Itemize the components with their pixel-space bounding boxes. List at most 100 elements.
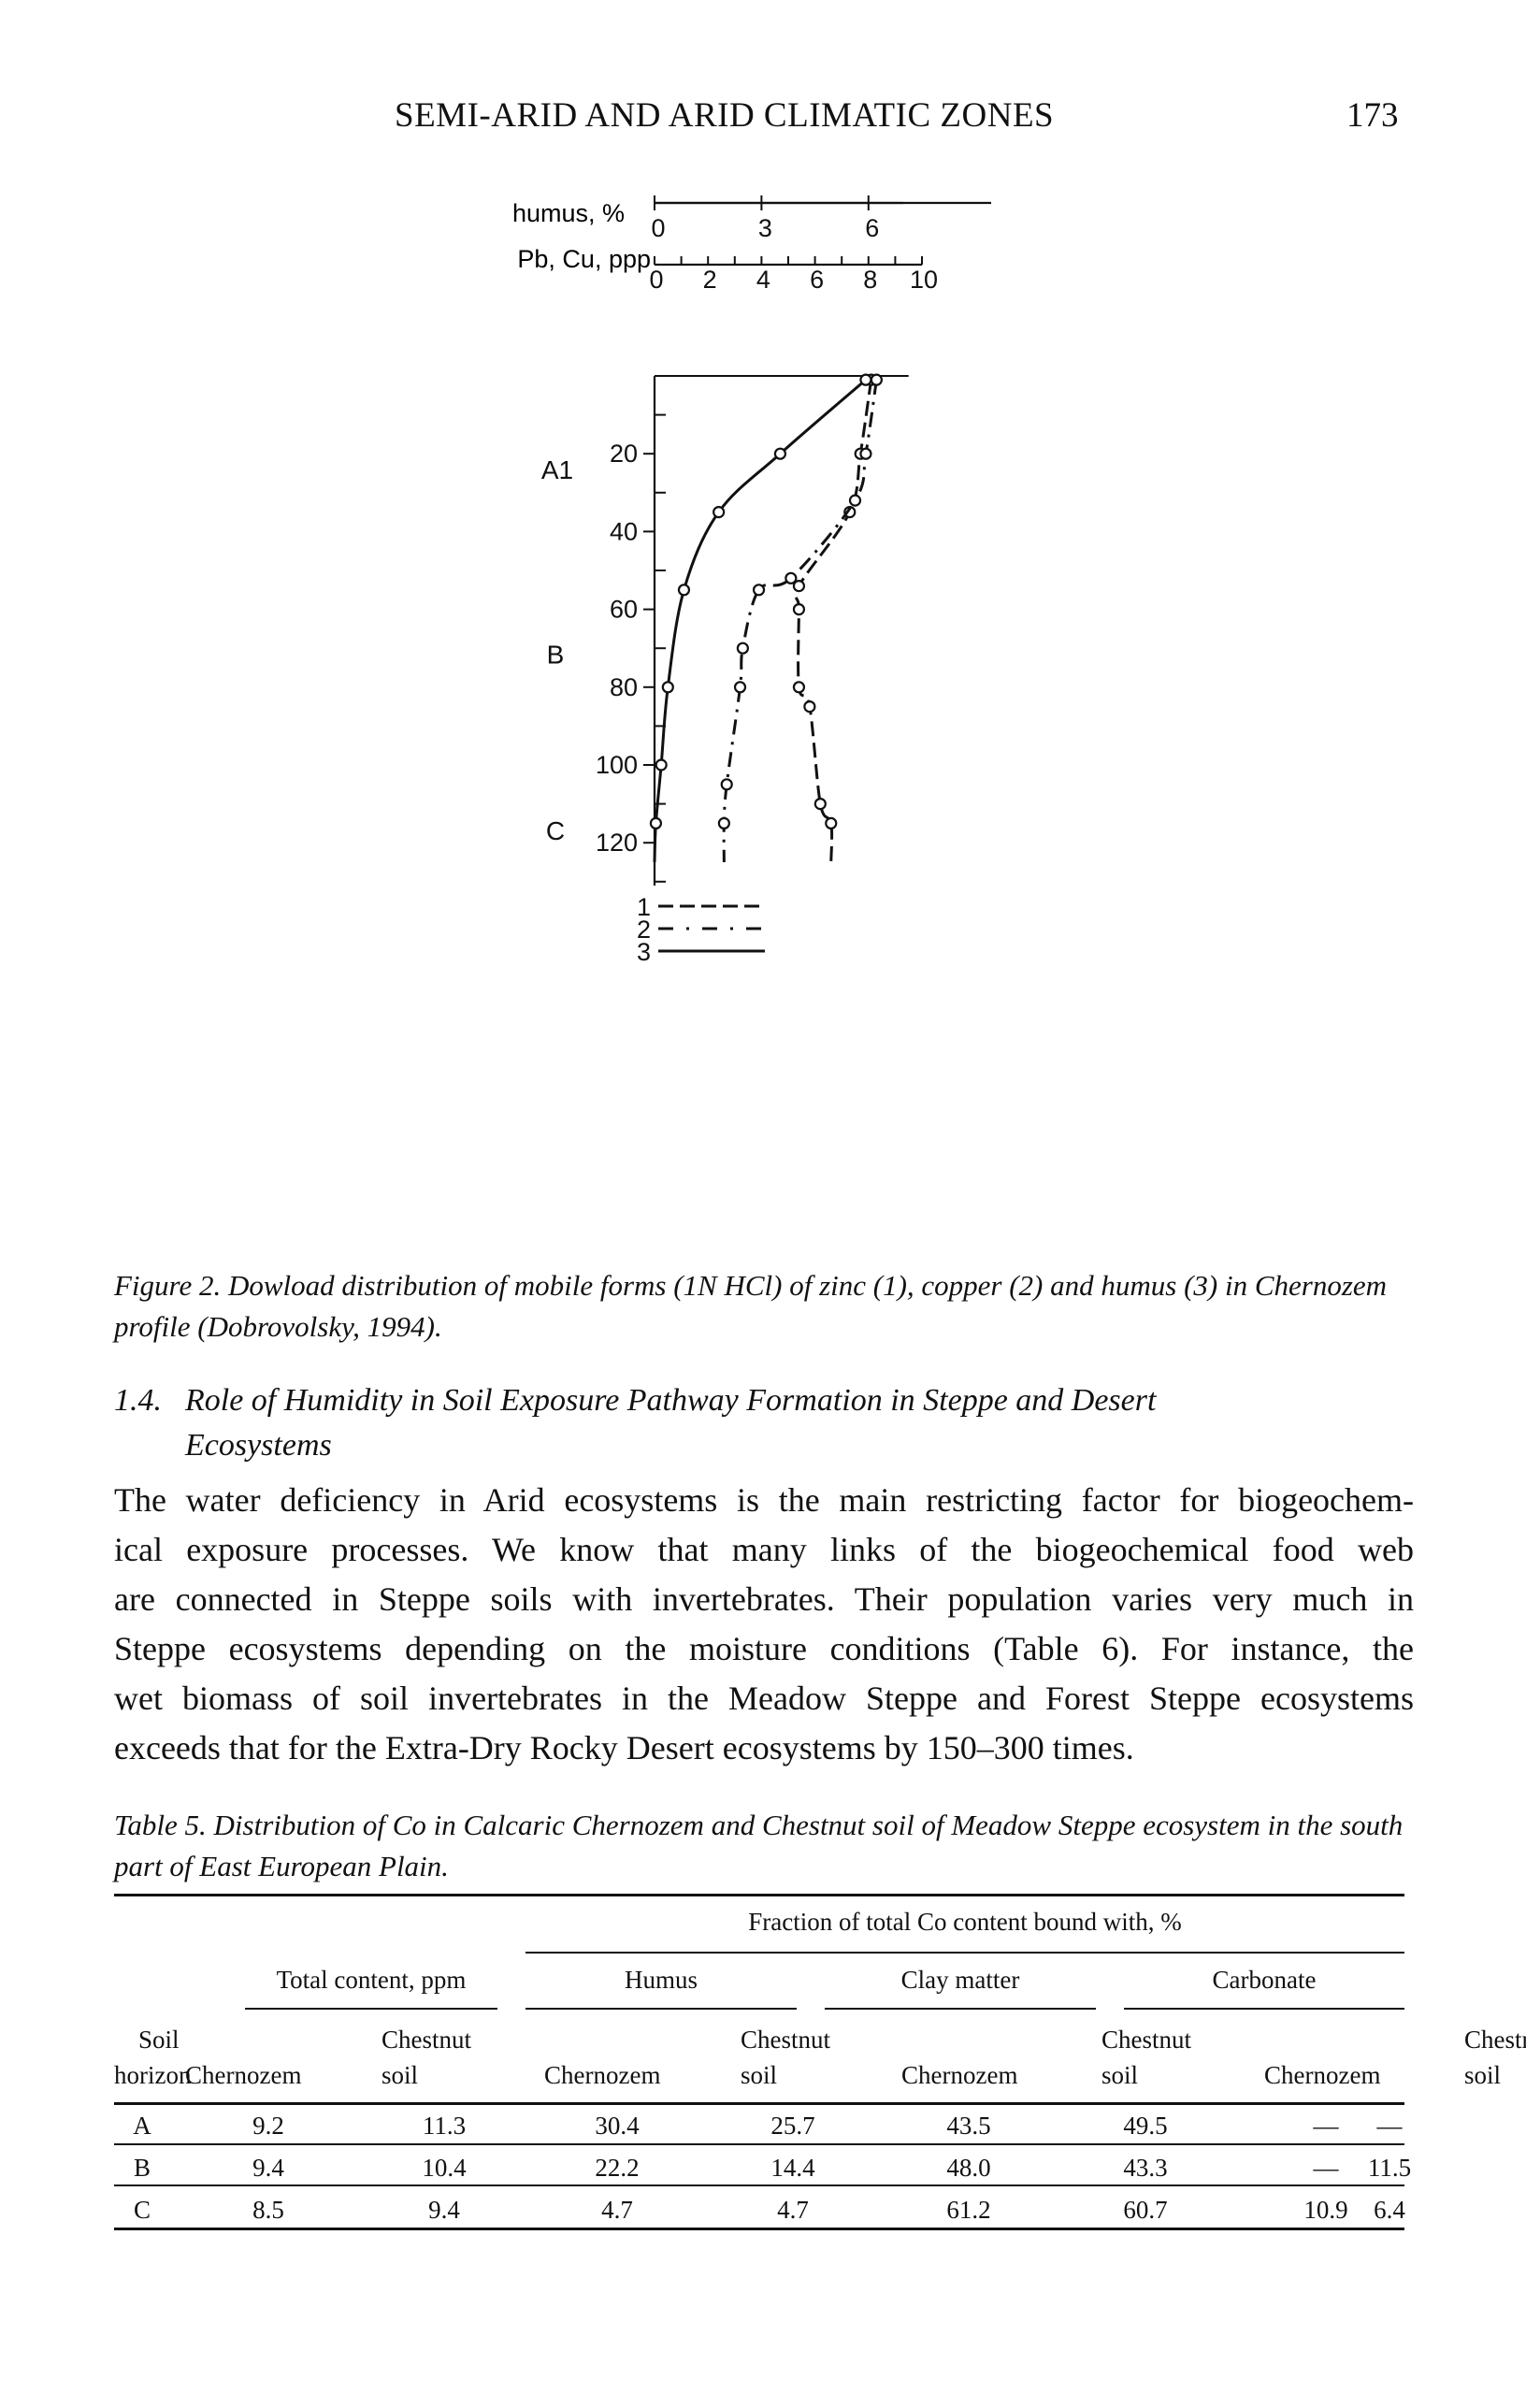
col-chernozem: Chernozem [185, 2061, 302, 2089]
table-cell: 11.5 [1367, 2154, 1412, 2182]
series-3-point [649, 816, 663, 830]
col-soil: soil [741, 2061, 778, 2089]
table-rule-row [114, 2143, 1404, 2145]
series-2-point [752, 584, 766, 597]
metal-tick-label: 2 [703, 266, 717, 294]
table-cell: 6.4 [1374, 2196, 1405, 2224]
figure-caption: Figure 2. Dowload distribution of mobile… [114, 1269, 1388, 1343]
series-2-point [785, 571, 798, 584]
series-3-point [677, 584, 691, 597]
table-cell: 4.7 [601, 2196, 633, 2224]
series-2-point [859, 447, 872, 460]
section-number: 1.4. [114, 1383, 162, 1418]
table-rule-total [245, 2008, 497, 2010]
col-chernozem: Chernozem [544, 2061, 661, 2089]
row-horizon: A [133, 2112, 151, 2140]
col-chestnut: Chestnut [382, 2026, 472, 2054]
table-caption: Table 5. Distribution of Co in Calcaric … [114, 1809, 1404, 1882]
body-line: ical exposure processes. We know that ma… [114, 1531, 1414, 1568]
page-number: 173 [1346, 96, 1399, 135]
table-rule-humus [525, 2008, 797, 2010]
legend-label: 3 [637, 938, 651, 966]
series-1-point [813, 797, 827, 811]
group-header-clay: Clay matter [900, 1966, 1020, 1994]
table-rule-bottom [114, 2228, 1404, 2230]
series-3-point [713, 506, 726, 519]
table-cell: 14.4 [770, 2154, 815, 2182]
depth-tick-label: 60 [610, 596, 638, 624]
col-soil: soil [382, 2061, 419, 2089]
body-line: The water deficiency in Arid ecosystems … [114, 1481, 1414, 1519]
table-cell: 8.5 [252, 2196, 284, 2224]
body-line: exceeds that for the Extra-Dry Rocky Des… [114, 1729, 1134, 1766]
series-2-point [733, 681, 747, 694]
table-cell: 30.4 [595, 2112, 640, 2140]
series-1-point [803, 699, 816, 714]
table-cell: 9.4 [252, 2154, 284, 2182]
row-horizon: C [133, 2196, 151, 2224]
body-paragraph: The water deficiency in Arid ecosystems … [114, 1476, 1414, 1773]
depth-tick-label: 100 [596, 751, 638, 779]
col-soil: soil [1464, 2061, 1502, 2089]
section-title-line-2: Ecosystems [185, 1428, 332, 1463]
humus-tick-label: 0 [651, 214, 665, 242]
series-1-point [792, 603, 806, 616]
col-chestnut: Chestnut [1464, 2026, 1526, 2054]
row-horizon: B [133, 2154, 151, 2182]
series-3-point [661, 681, 674, 694]
horizon-label: C [546, 816, 565, 845]
series-2-point [848, 494, 862, 507]
series-2-point [736, 642, 749, 655]
humus-tick-label: 6 [865, 214, 879, 242]
data-table: Fraction of total Co content bound with,… [114, 1894, 1526, 2254]
metal-tick-label: 6 [810, 266, 824, 294]
body-line: are connected in Steppe soils with inver… [114, 1580, 1414, 1618]
table-cell: 60.7 [1123, 2196, 1168, 2224]
table-cell: 43.3 [1123, 2154, 1168, 2182]
depth-tick-label: 40 [610, 517, 638, 545]
table-cell: 4.7 [777, 2196, 809, 2224]
running-head: SEMI-ARID AND ARID CLIMATIC ZONES 173 [0, 95, 1526, 151]
table-cell: 22.2 [595, 2154, 640, 2182]
soil-label: Soil [138, 2026, 180, 2054]
table-cell: 49.5 [1123, 2112, 1168, 2140]
legend-label: 2 [637, 916, 651, 944]
group-header-total: Total content, ppm [276, 1966, 467, 1994]
table-rule-clay [825, 2008, 1096, 2010]
table-cell: 10.4 [422, 2154, 467, 2182]
table-cell: 61.2 [946, 2196, 991, 2224]
section-title-line-1: Role of Humidity in Soil Exposure Pathwa… [185, 1383, 1157, 1418]
metal-tick-label: 4 [756, 266, 770, 294]
table-cell: 25.7 [770, 2112, 815, 2140]
series-2-line [722, 379, 878, 863]
series-2-point [720, 778, 733, 791]
table-cell: — [1313, 2154, 1339, 2182]
legend-label: 1 [637, 893, 651, 921]
humus-tick-label: 3 [758, 214, 772, 242]
depth-tick-label: 120 [596, 829, 638, 857]
group-header-humus: Humus [624, 1966, 698, 1994]
table-rule-carbonate [1124, 2008, 1404, 2010]
metal-tick-label: 0 [649, 266, 663, 294]
table-cell: 10.9 [1303, 2196, 1348, 2224]
top-axis-label: humus, % [512, 199, 625, 227]
body-line: wet biomass of soil invertebrates in the… [114, 1680, 1414, 1717]
bottom-axis-label: Pb, Cu, ppp [517, 245, 651, 273]
running-title: SEMI-ARID AND ARID CLIMATIC ZONES [395, 96, 1055, 135]
col-chernozem: Chernozem [1264, 2061, 1381, 2089]
section-heading: 1.4. Role of Humidity in Soil Exposure Pa… [114, 1378, 1414, 1468]
series-1-point [825, 816, 838, 830]
table-rule-top [114, 1894, 1404, 1896]
series-3-point [655, 758, 668, 771]
series-3-point [859, 373, 872, 386]
metal-tick-label: 8 [863, 266, 877, 294]
depth-tick-label: 20 [610, 440, 638, 468]
series-1-line [793, 379, 873, 863]
table-cell: 43.5 [946, 2112, 991, 2140]
horizon-label: horizon [114, 2061, 192, 2089]
table-cell: 9.2 [252, 2112, 284, 2140]
body-line: Steppe ecosystems depending on the moist… [114, 1630, 1414, 1667]
table-cell: — [1376, 2112, 1403, 2140]
table-cell: 48.0 [946, 2154, 991, 2182]
